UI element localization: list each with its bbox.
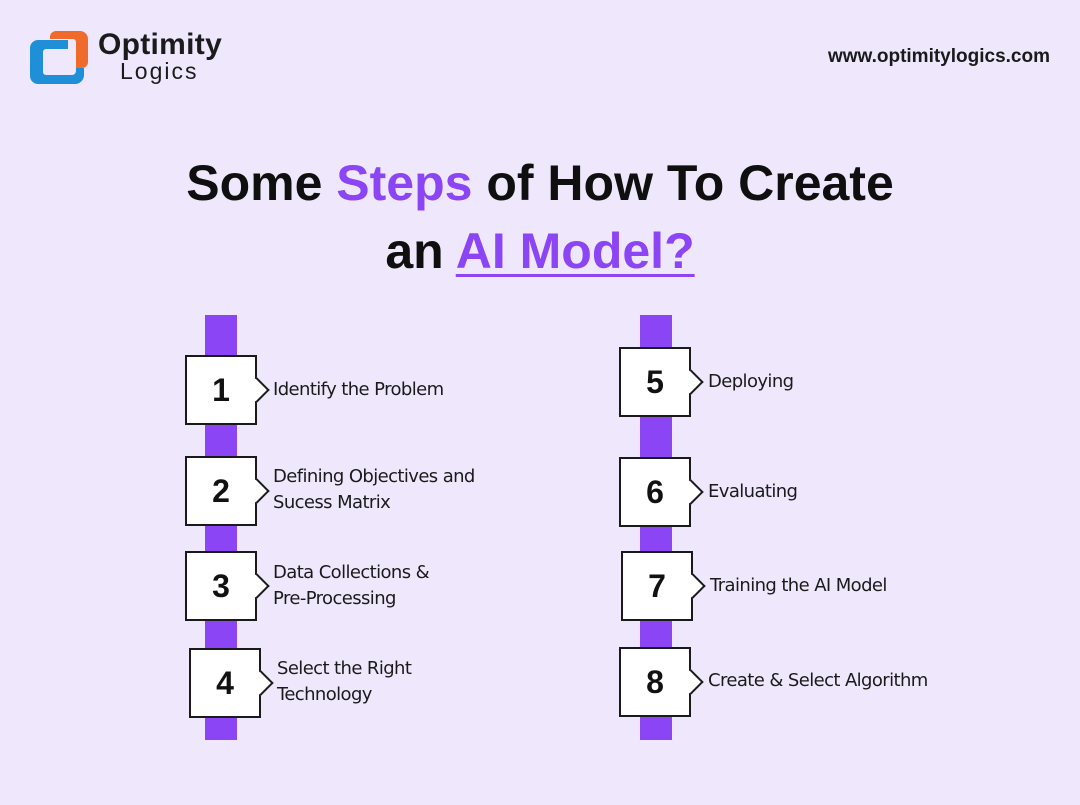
step-label-line: Evaluating	[708, 481, 798, 502]
step-label-line: Data Collections &	[273, 562, 430, 583]
step-label-line: Create & Select Algorithm	[708, 670, 928, 691]
logo-mark-icon	[30, 31, 88, 84]
step-label: Evaluating	[708, 479, 798, 505]
step-label: Training the AI Model	[710, 573, 887, 599]
step-box: 4	[189, 648, 274, 718]
title-accent: Steps	[336, 155, 473, 211]
step-number: 1	[212, 371, 230, 408]
page-title-line1: Some Steps of How To Create	[0, 150, 1080, 216]
step-label-line: Technology	[277, 684, 372, 705]
step-box: 1	[185, 355, 270, 425]
step-pointer	[244, 377, 270, 403]
title-text: Some	[186, 155, 337, 211]
step-label-line: Deploying	[708, 371, 794, 392]
step-label-line: Select the Right	[277, 658, 412, 679]
step-label-line: Training the AI Model	[710, 575, 887, 596]
step-number: 2	[212, 472, 230, 509]
website-url[interactable]: www.optimitylogics.com	[827, 46, 1050, 67]
step-number: 7	[648, 567, 666, 604]
title-text: of How To Create	[472, 155, 894, 211]
step-label: Data Collections & Pre-Processing	[273, 560, 430, 612]
title-text: an	[385, 223, 456, 279]
step-label-line: Identify the Problem	[273, 379, 444, 400]
logo-name-line2: Logics	[120, 58, 199, 84]
step-number: 8	[646, 663, 664, 700]
step-box: 7	[621, 551, 706, 621]
step-label: Select the Right Technology	[277, 656, 412, 708]
step-pointer	[678, 479, 704, 505]
brand-logo: Optimity Logics	[28, 28, 228, 88]
step-pointer	[678, 669, 704, 695]
step-label-line: Pre-Processing	[273, 588, 396, 609]
step-box: 8	[619, 647, 704, 717]
step-label-line: Sucess Matrix	[273, 492, 391, 513]
step-pointer	[244, 573, 270, 599]
title-accent: AI Model?	[455, 223, 695, 279]
step-pointer	[248, 670, 274, 696]
step-box: 6	[619, 457, 704, 527]
step-number: 5	[646, 363, 664, 400]
step-pointer	[680, 573, 706, 599]
step-pointer	[678, 369, 704, 395]
page-title-line2: an AI Model?	[0, 218, 1080, 284]
step-box: 2	[185, 456, 270, 526]
step-number: 3	[212, 567, 230, 604]
step-label: Identify the Problem	[273, 377, 444, 403]
step-box: 3	[185, 551, 270, 621]
logo-name-line1: Optimity	[98, 28, 223, 61]
step-label: Create & Select Algorithm	[708, 668, 928, 694]
step-number: 4	[216, 664, 234, 701]
step-label-line: Defining Objectives and	[273, 466, 475, 487]
step-label: Defining Objectives and Sucess Matrix	[273, 464, 475, 516]
step-number: 6	[646, 473, 664, 510]
step-box: 5	[619, 347, 704, 417]
step-label: Deploying	[708, 369, 794, 395]
step-pointer	[244, 478, 270, 504]
